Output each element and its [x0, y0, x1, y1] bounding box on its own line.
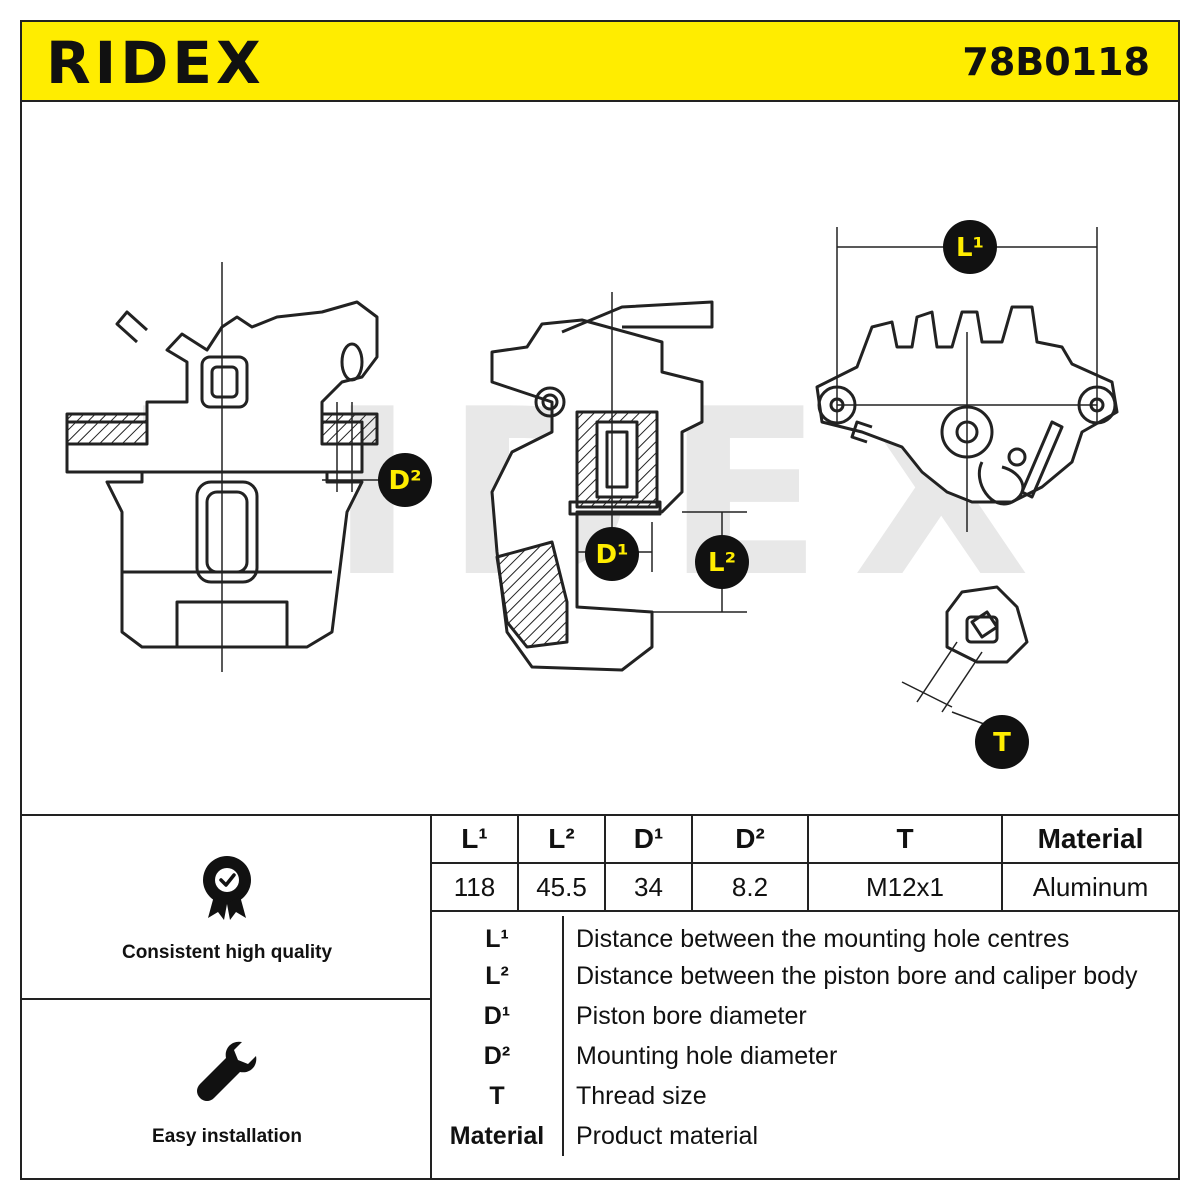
part-number: 78B0118: [962, 40, 1150, 84]
dimension-badges: L¹ D² D¹ L² T: [378, 220, 1029, 769]
spec-header-row: L¹ L² D¹ D² T Material: [432, 816, 1178, 864]
legend-row: L² Distance between the piston bore and …: [432, 956, 1178, 996]
spec-header: T: [807, 816, 1003, 864]
brand-logo: RIDEX: [46, 29, 265, 97]
svg-text:L²: L²: [708, 548, 736, 578]
badge-d1: D¹: [585, 527, 639, 581]
legend-key: D¹: [432, 996, 564, 1036]
technical-drawing: RIDEX: [22, 102, 1178, 814]
legend-desc: Piston bore diameter: [576, 1001, 807, 1030]
product-sheet: RIDEX 78B0118 RIDEX: [20, 20, 1180, 1180]
legend-key: L¹: [432, 916, 564, 956]
legend-row: D¹ Piston bore diameter: [432, 996, 1178, 1036]
legend-desc: Distance between the mounting hole centr…: [576, 924, 1070, 953]
svg-text:L¹: L¹: [956, 233, 984, 263]
legend-desc: Product material: [576, 1121, 759, 1150]
caliper-drawings: L¹ D² D¹ L² T: [65, 220, 1119, 769]
legend-row: Material Product material: [432, 1116, 1178, 1156]
spec-header: D¹: [604, 816, 693, 864]
quality-badge-icon: [203, 856, 251, 920]
legend-row: L¹ Distance between the mounting hole ce…: [432, 916, 1178, 956]
badge-t: T: [975, 715, 1029, 769]
spec-header: Material: [1001, 816, 1178, 864]
badge-l2: L²: [695, 535, 749, 589]
spec-value: 45.5: [517, 862, 606, 912]
header-bar: RIDEX 78B0118: [22, 22, 1178, 102]
legend-desc: Mounting hole diameter: [576, 1041, 838, 1070]
spec-value-row: 118 45.5 34 8.2 M12x1 Aluminum: [432, 862, 1178, 912]
legend-key: L²: [432, 956, 564, 996]
info-section: Consistent high quality Easy installatio…: [22, 814, 1178, 1178]
legend-key: Material: [432, 1116, 564, 1156]
spec-header: L¹: [432, 816, 519, 864]
feature-installation: Easy installation: [22, 1000, 432, 1178]
wrench-icon: [197, 1041, 257, 1101]
badge-d2: D²: [378, 453, 432, 507]
legend-desc: Thread size: [576, 1081, 707, 1110]
legend-table: L¹ Distance between the mounting hole ce…: [432, 916, 1178, 1156]
bleed-screw-detail: [945, 585, 1029, 664]
spec-value: 34: [604, 862, 693, 912]
legend-row: T Thread size: [432, 1076, 1178, 1116]
spec-value: Aluminum: [1001, 862, 1178, 912]
spec-value: M12x1: [807, 862, 1003, 912]
feature-quality: Consistent high quality: [22, 816, 432, 1000]
spec-value: 8.2: [691, 862, 809, 912]
legend-row: D² Mounting hole diameter: [432, 1036, 1178, 1076]
spec-header: L²: [517, 816, 606, 864]
spec-table: L¹ L² D¹ D² T Material 118 45.5 34 8.2 M…: [432, 816, 1178, 912]
caliper-section-view: [490, 300, 714, 672]
svg-text:D²: D²: [389, 466, 422, 496]
svg-text:D¹: D¹: [596, 540, 629, 570]
legend-key: D²: [432, 1036, 564, 1076]
badge-l1: L¹: [943, 220, 997, 274]
legend-key: T: [432, 1076, 564, 1116]
svg-text:T: T: [993, 728, 1011, 758]
feature-label: Consistent high quality: [121, 942, 333, 963]
spec-header: D²: [691, 816, 809, 864]
feature-label: Easy installation: [152, 1126, 302, 1147]
spec-value: 118: [432, 862, 519, 912]
legend-desc: Distance between the piston bore and cal…: [576, 961, 1138, 990]
